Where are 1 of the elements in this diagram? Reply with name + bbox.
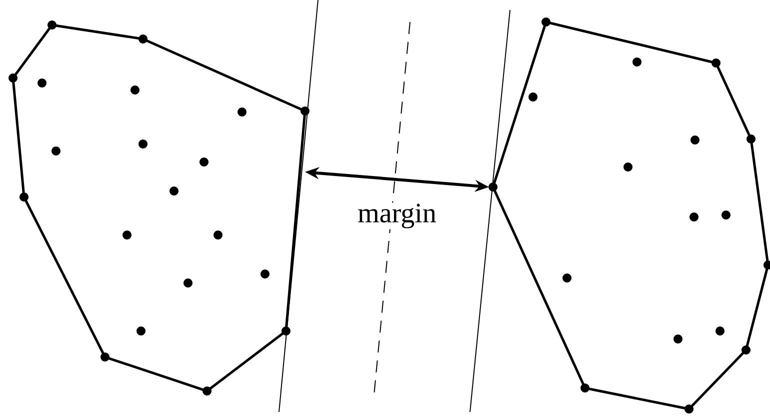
margin-label: margin [356, 202, 438, 230]
